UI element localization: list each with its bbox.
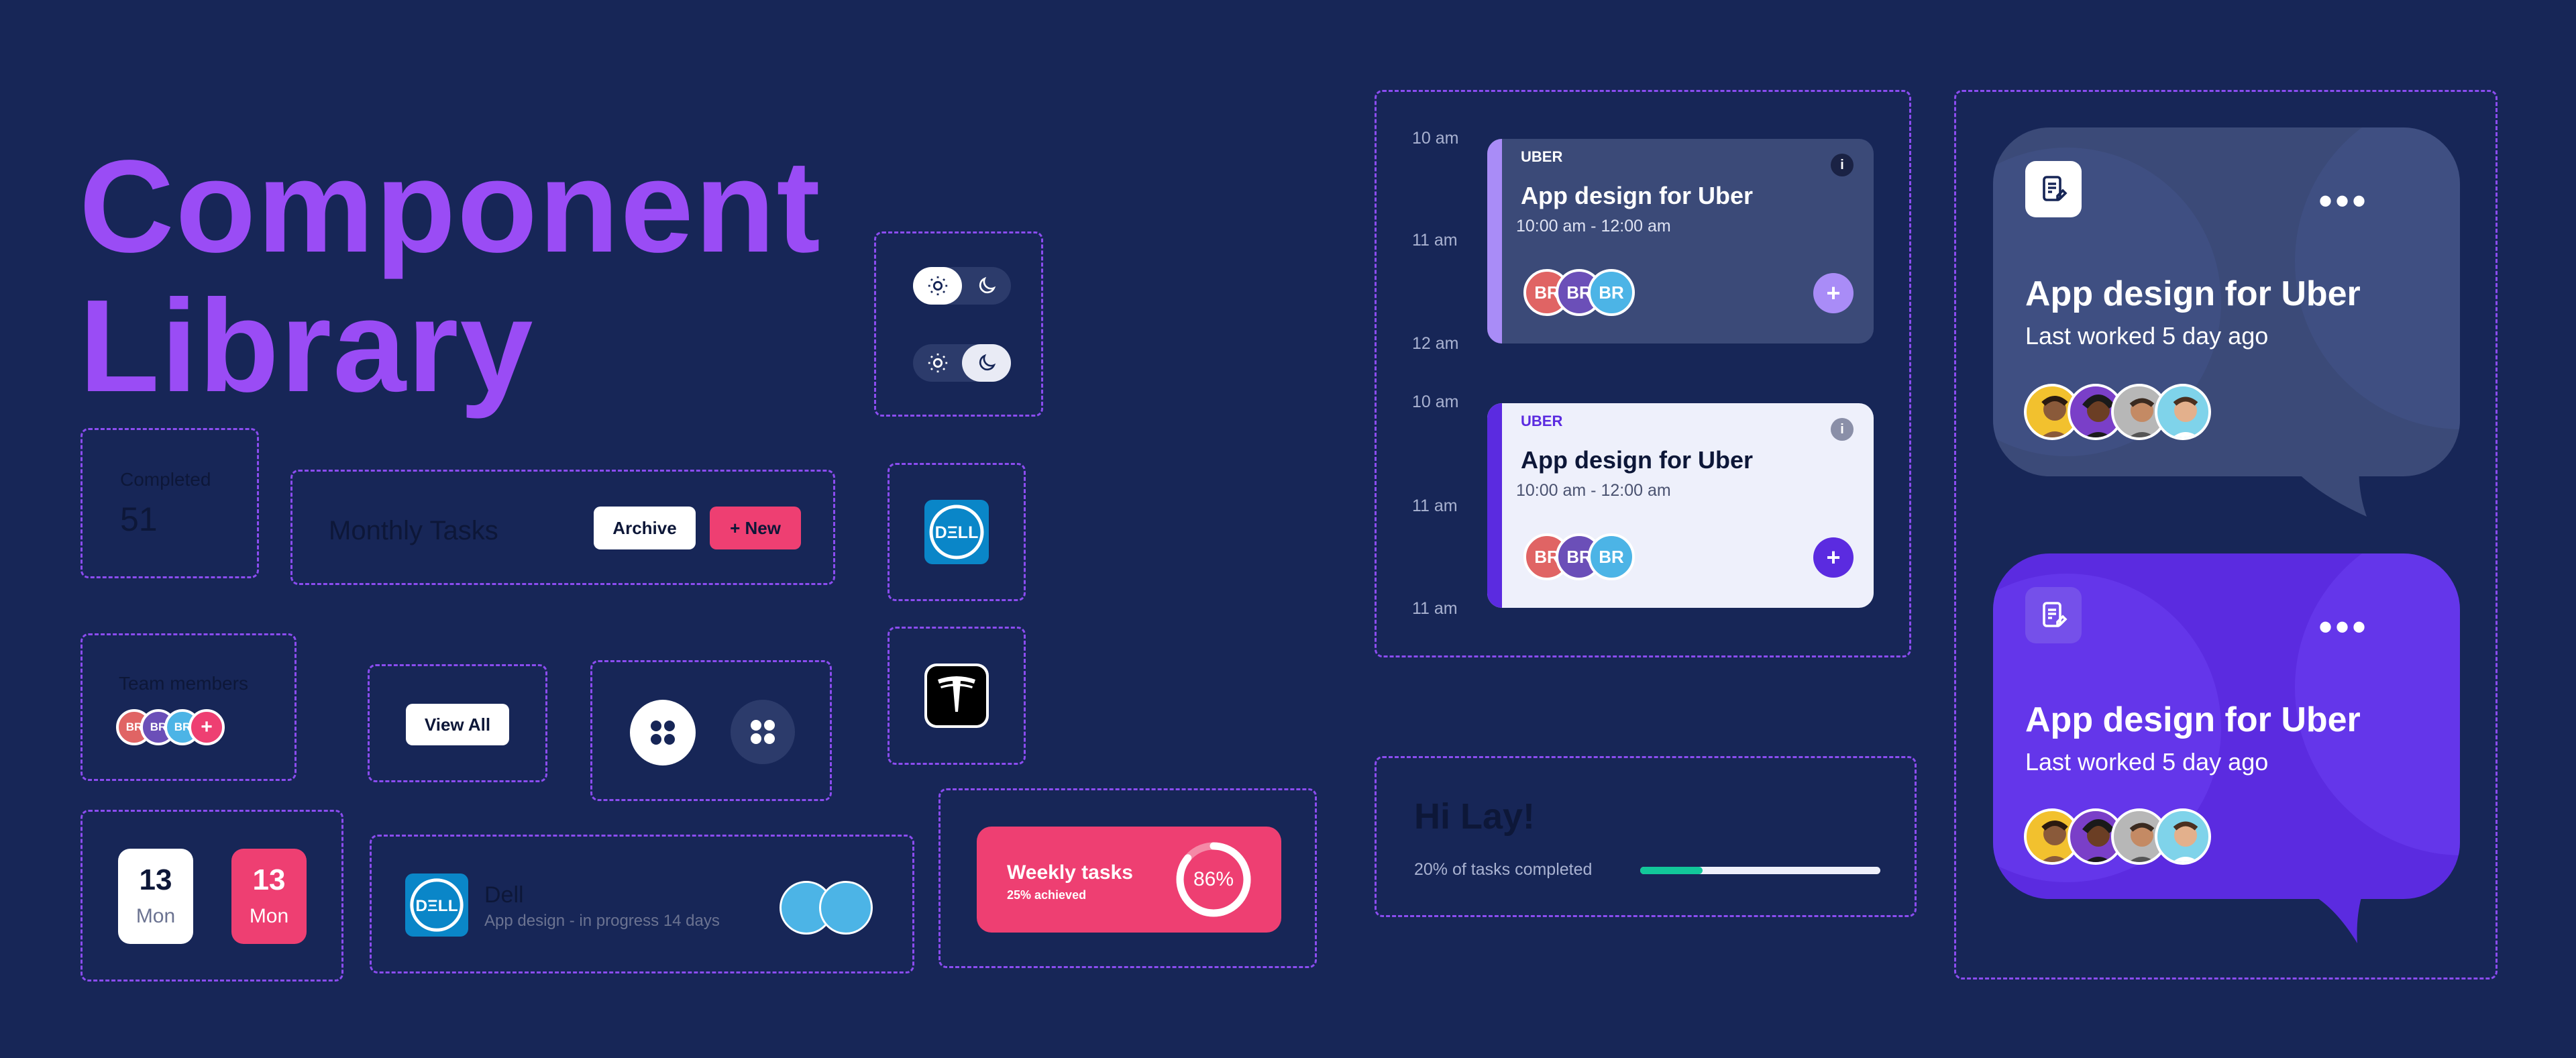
more-menu-icon[interactable]: •••	[2318, 178, 2369, 223]
grid-buttons-card	[590, 660, 832, 801]
completed-value: 51	[120, 500, 158, 538]
schedule-company: UBER	[1521, 413, 1563, 429]
tesla-logo-card	[888, 627, 1026, 765]
dell-item-subtitle: App design - in progress 14 days	[484, 912, 720, 930]
dell-logo-icon: DΞLL	[924, 500, 989, 564]
grid-icon[interactable]	[731, 700, 795, 764]
card-accent-bar	[1487, 139, 1502, 343]
time-label: 12 am	[1412, 334, 1459, 353]
time-label: 10 am	[1412, 392, 1459, 411]
weekly-percent-label: 86%	[1193, 868, 1234, 890]
weekly-tasks-title: Weekly tasks	[1007, 861, 1133, 884]
sun-icon	[913, 344, 962, 382]
tesla-logo-icon	[924, 664, 989, 728]
weekly-tasks-card[interactable]: Weekly tasks 25% achieved 86%	[977, 827, 1281, 933]
page-title-line-1: Component	[79, 133, 822, 280]
moon-icon	[962, 344, 1011, 382]
avatar: BR	[1588, 269, 1635, 316]
project-card-violet[interactable]: ••• App design for Uber Last worked 5 da…	[1993, 553, 2460, 899]
document-edit-icon	[2025, 161, 2082, 217]
theme-toggle-dark[interactable]	[913, 344, 1011, 382]
greeting-subtitle: 20% of tasks completed	[1414, 860, 1593, 879]
task-progress-fill	[1640, 867, 1703, 874]
card-accent-bar	[1487, 403, 1502, 608]
sun-icon	[913, 267, 962, 305]
schedule-time: 10:00 am - 12:00 am	[1516, 217, 1671, 235]
avatar	[2155, 808, 2211, 865]
project-card-dark[interactable]: ••• App design for Uber Last worked 5 da…	[1993, 127, 2460, 476]
schedule-title: App design for Uber	[1521, 446, 1754, 474]
schedule-company: UBER	[1521, 148, 1563, 165]
schedule-panel	[1375, 90, 1911, 657]
add-button[interactable]: +	[1813, 537, 1854, 578]
completed-label: Completed	[120, 469, 211, 490]
project-subtitle: Last worked 5 day ago	[2025, 322, 2269, 350]
date-weekday: Mon	[136, 905, 176, 927]
time-label: 11 am	[1412, 599, 1458, 618]
dell-item-company: Dell	[484, 882, 524, 908]
project-subtitle: Last worked 5 day ago	[2025, 748, 2269, 776]
completed-card: Completed 51	[80, 428, 259, 578]
svg-text:DΞLL: DΞLL	[415, 897, 458, 915]
time-label: 10 am	[1412, 129, 1459, 148]
date-weekday: Mon	[249, 905, 289, 927]
dell-logo-card: DΞLL	[888, 463, 1026, 601]
weekly-tasks-card-wrapper: Weekly tasks 25% achieved 86%	[938, 788, 1317, 968]
date-badge-pink[interactable]: 13 Mon	[231, 849, 307, 944]
view-all-card: View All	[368, 664, 547, 782]
document-edit-icon	[2025, 587, 2082, 643]
weekly-tasks-subtitle: 25% achieved	[1007, 888, 1087, 902]
greeting-card: Hi Lay! 20% of tasks completed	[1375, 756, 1917, 917]
card-decoration	[1993, 127, 2460, 456]
dell-logo-icon: DΞLL	[405, 874, 468, 937]
project-cards-panel	[1954, 90, 2498, 980]
svg-text:DΞLL: DΞLL	[935, 523, 979, 542]
more-menu-icon[interactable]: •••	[2318, 604, 2369, 649]
add-button[interactable]: +	[1813, 273, 1854, 313]
grid-icon[interactable]	[630, 700, 696, 765]
project-title: App design for Uber	[2025, 274, 2361, 313]
schedule-time: 10:00 am - 12:00 am	[1516, 481, 1671, 500]
view-all-button[interactable]: View All	[406, 704, 509, 745]
theme-toggle-light[interactable]	[913, 267, 1011, 305]
monthly-tasks-card: Monthly Tasks Archive + New	[290, 470, 835, 585]
avatar	[2068, 808, 2124, 865]
avatar: BR	[1588, 533, 1635, 580]
date-day: 13	[252, 863, 286, 896]
avatar	[819, 881, 873, 935]
avatar	[2155, 384, 2211, 440]
theme-toggle-group	[874, 231, 1043, 417]
team-members-label: Team members	[119, 673, 248, 694]
moon-icon	[962, 267, 1011, 305]
team-members-card: Team members BR BR BR +	[80, 633, 297, 781]
info-icon[interactable]: i	[1831, 154, 1854, 176]
date-badge-white[interactable]: 13 Mon	[118, 849, 193, 944]
add-member-button[interactable]: +	[189, 709, 225, 745]
schedule-title: App design for Uber	[1521, 182, 1754, 209]
archive-button[interactable]: Archive	[594, 507, 696, 549]
page-title-line-2: Library	[79, 272, 535, 419]
project-title: App design for Uber	[2025, 700, 2361, 739]
date-badges-card: 13 Mon 13 Mon	[80, 810, 343, 982]
task-progress-bar	[1640, 867, 1880, 874]
monthly-tasks-title: Monthly Tasks	[329, 516, 498, 545]
info-icon[interactable]: i	[1831, 418, 1854, 441]
date-day: 13	[139, 863, 172, 896]
card-decoration	[1993, 553, 2460, 882]
dell-project-item[interactable]: DΞLL Dell App design - in progress 14 da…	[370, 835, 914, 973]
time-label: 11 am	[1412, 496, 1458, 515]
weekly-progress-ring	[1176, 842, 1251, 917]
schedule-card-dark[interactable]: UBER App design for Uber 10:00 am - 12:0…	[1487, 139, 1874, 343]
time-label: 11 am	[1412, 231, 1458, 250]
greeting-title: Hi Lay!	[1414, 796, 1536, 837]
new-button[interactable]: + New	[710, 507, 801, 549]
schedule-card-light[interactable]: UBER App design for Uber 10:00 am - 12:0…	[1487, 403, 1874, 608]
